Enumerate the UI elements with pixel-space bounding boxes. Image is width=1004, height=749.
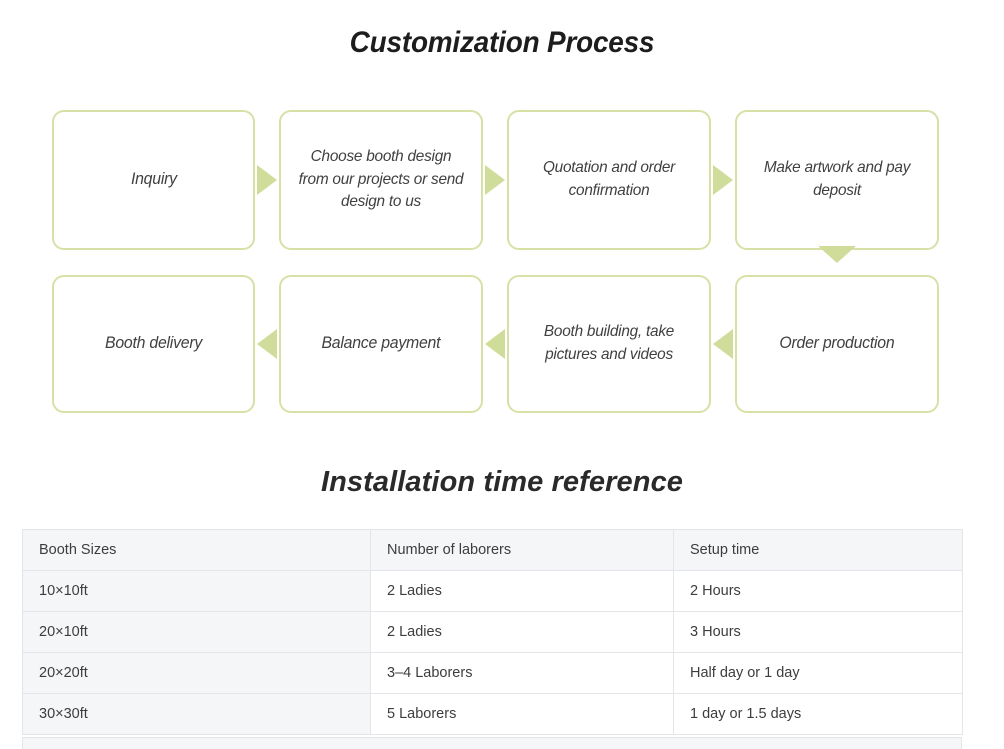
process-step-order-production: Order production bbox=[735, 275, 939, 413]
installation-time-table: Booth Sizes Number of laborers Setup tim… bbox=[22, 529, 963, 735]
cell-laborers: 2 Ladies bbox=[370, 611, 674, 653]
column-header-number-of-laborers: Number of laborers bbox=[370, 529, 674, 571]
table-row: 10×10ft 2 Ladies 2 Hours bbox=[22, 570, 963, 612]
process-step-label: Booth building, take pictures and videos bbox=[543, 323, 675, 363]
column-header-booth-sizes: Booth Sizes bbox=[22, 529, 371, 571]
process-row-top: Inquiry Choose booth design from our pro… bbox=[0, 110, 1004, 250]
arrow-right-icon bbox=[257, 165, 277, 195]
process-step-label: Make artwork and pay deposit bbox=[763, 159, 911, 199]
customization-process-section: Customization Process Inquiry Choose boo… bbox=[0, 26, 1004, 413]
arrow-left-icon bbox=[257, 329, 277, 359]
process-step-label: Choose booth design from our projects or… bbox=[298, 147, 464, 211]
cell-booth-size: 20×20ft bbox=[22, 652, 371, 694]
cell-setup-time: 3 Hours bbox=[673, 611, 963, 653]
table-row: 30×30ft 5 Laborers 1 day or 1.5 days bbox=[22, 693, 963, 735]
arrow-right-icon bbox=[713, 165, 733, 195]
process-step-choose-design: Choose booth design from our projects or… bbox=[279, 110, 483, 250]
process-step-booth-delivery: Booth delivery bbox=[52, 275, 255, 413]
table-row: 20×10ft 2 Ladies 3 Hours bbox=[22, 611, 963, 653]
cell-laborers: 3–4 Laborers bbox=[370, 652, 674, 694]
cell-booth-size: 20×10ft bbox=[22, 611, 371, 653]
page-title: Customization Process bbox=[349, 26, 655, 59]
process-step-quotation: Quotation and order confirmation bbox=[507, 110, 711, 250]
arrow-left-icon bbox=[713, 329, 733, 359]
section-title-installation: Installation time reference bbox=[320, 466, 684, 498]
column-header-setup-time: Setup time bbox=[673, 529, 963, 571]
table-header-row: Booth Sizes Number of laborers Setup tim… bbox=[22, 529, 963, 571]
table-row: 20×20ft 3–4 Laborers Half day or 1 day bbox=[22, 652, 963, 694]
cell-booth-size: 30×30ft bbox=[22, 693, 371, 735]
cell-booth-size: 10×10ft bbox=[22, 570, 371, 612]
process-step-label: Quotation and order confirmation bbox=[542, 159, 676, 199]
process-step-booth-building: Booth building, take pictures and videos bbox=[507, 275, 711, 413]
cell-setup-time: 1 day or 1.5 days bbox=[673, 693, 963, 735]
process-row-bottom: Booth delivery Balance payment Booth bui… bbox=[0, 275, 1004, 413]
process-step-label: Balance payment bbox=[321, 334, 441, 353]
arrow-down-icon bbox=[818, 246, 856, 263]
process-step-label: Order production bbox=[779, 334, 895, 353]
process-step-label: Booth delivery bbox=[104, 334, 203, 353]
process-step-label: Inquiry bbox=[130, 170, 177, 189]
process-step-artwork-deposit: Make artwork and pay deposit bbox=[735, 110, 939, 250]
process-step-inquiry: Inquiry bbox=[52, 110, 255, 250]
arrow-right-icon bbox=[485, 165, 505, 195]
cell-setup-time: Half day or 1 day bbox=[673, 652, 963, 694]
cell-laborers: 2 Ladies bbox=[370, 570, 674, 612]
arrow-left-icon bbox=[485, 329, 505, 359]
cell-laborers: 5 Laborers bbox=[370, 693, 674, 735]
table-next-row-partial bbox=[22, 737, 962, 749]
process-step-balance-payment: Balance payment bbox=[279, 275, 483, 413]
cell-setup-time: 2 Hours bbox=[673, 570, 963, 612]
